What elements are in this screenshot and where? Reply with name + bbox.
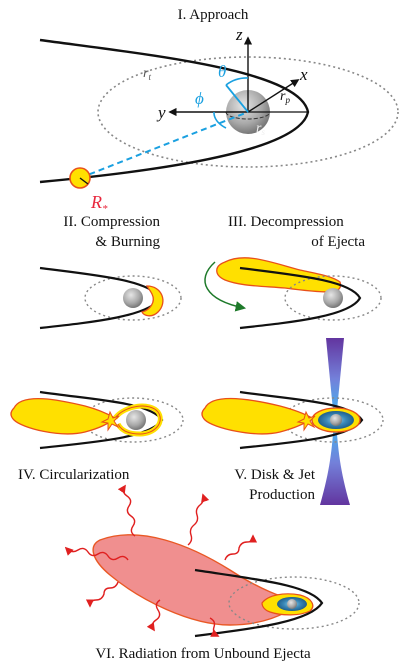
panel-approach-title: I. Approach — [178, 7, 249, 23]
unbound-ejecta — [92, 534, 302, 626]
star-direction-line — [79, 111, 249, 179]
circ-tidal-circle — [82, 397, 184, 443]
panel-disk-jet: V. Disk & Jet Production — [201, 338, 384, 505]
radiation-orbit — [194, 568, 324, 638]
z-label: z — [235, 25, 243, 44]
ray-bottom-right — [209, 617, 220, 637]
rstar-label: R* — [90, 192, 108, 215]
panel-circularization: IV. Circularization — [10, 390, 184, 483]
ray-bottom — [146, 599, 161, 632]
x-axis — [247, 79, 300, 113]
radiation-rays — [64, 484, 258, 637]
decompression-tidal-circle — [284, 275, 382, 321]
panel-compression-line2: & Burning — [95, 234, 160, 250]
x-label: x — [299, 65, 308, 84]
panel-compression-line1: II. Compression — [63, 214, 160, 230]
panel-disk-jet-line1: V. Disk & Jet — [234, 467, 315, 483]
decompression-orbit — [239, 266, 362, 330]
panel-decompression-line1: III. Decompression — [228, 214, 344, 230]
disk-tidal-circle — [282, 397, 384, 443]
theta-ray — [225, 84, 249, 113]
circ-debris-loop-edge — [114, 405, 161, 435]
ray-bottom-left — [85, 581, 119, 608]
tidal-radius-circle — [97, 56, 399, 168]
stream-collision-flash — [100, 410, 120, 432]
upper-jet — [326, 338, 344, 420]
radiation-tidal-circle — [228, 576, 360, 630]
phi-label: ϕ — [195, 89, 204, 108]
rp-label: rp — [280, 89, 290, 105]
star-radius — [79, 177, 89, 185]
decompression-black-hole — [323, 288, 343, 308]
panel-decompression-line2: of Ejecta — [311, 234, 365, 250]
circ-black-hole — [126, 410, 146, 430]
panel-circularization-title: IV. Circularization — [18, 467, 130, 483]
compressed-star — [141, 285, 164, 317]
y-label: y — [156, 103, 166, 122]
disk-debris-stream — [201, 398, 314, 435]
theta-arc — [225, 77, 249, 86]
ray-left — [64, 546, 129, 561]
panel-decompression: III. Decompression of Ejecta — [204, 214, 382, 330]
circ-debris-stream — [10, 398, 117, 435]
lower-jet — [320, 420, 350, 505]
compression-black-hole — [123, 288, 143, 308]
panel-disk-jet-line2: Production — [249, 487, 315, 503]
disk-orbit — [239, 390, 364, 450]
ray-top-right — [224, 534, 258, 561]
rs-label: rs — [256, 121, 265, 137]
radiation-black-hole — [287, 599, 297, 609]
disk-collision-flash — [296, 410, 316, 432]
evolution-arrow — [204, 261, 247, 312]
ray-top-left — [117, 484, 136, 537]
compression-tidal-circle — [84, 275, 182, 321]
phi-arc — [213, 111, 227, 129]
panel-radiation: VI. Radiation from Unbound Ejecta — [64, 484, 360, 662]
ejecta-tail — [216, 257, 342, 293]
disk-black-hole — [330, 414, 342, 426]
ray-top — [187, 493, 210, 546]
bh-equator — [225, 111, 271, 120]
panel-compression: II. Compression & Burning — [39, 214, 182, 330]
panel-approach: I. Approach z x y θ ϕ rt rp rs R* — [39, 7, 399, 215]
theta-label: θ — [218, 62, 226, 81]
rt-label: rt — [143, 66, 151, 82]
panel-radiation-title: VI. Radiation from Unbound Ejecta — [95, 646, 311, 662]
